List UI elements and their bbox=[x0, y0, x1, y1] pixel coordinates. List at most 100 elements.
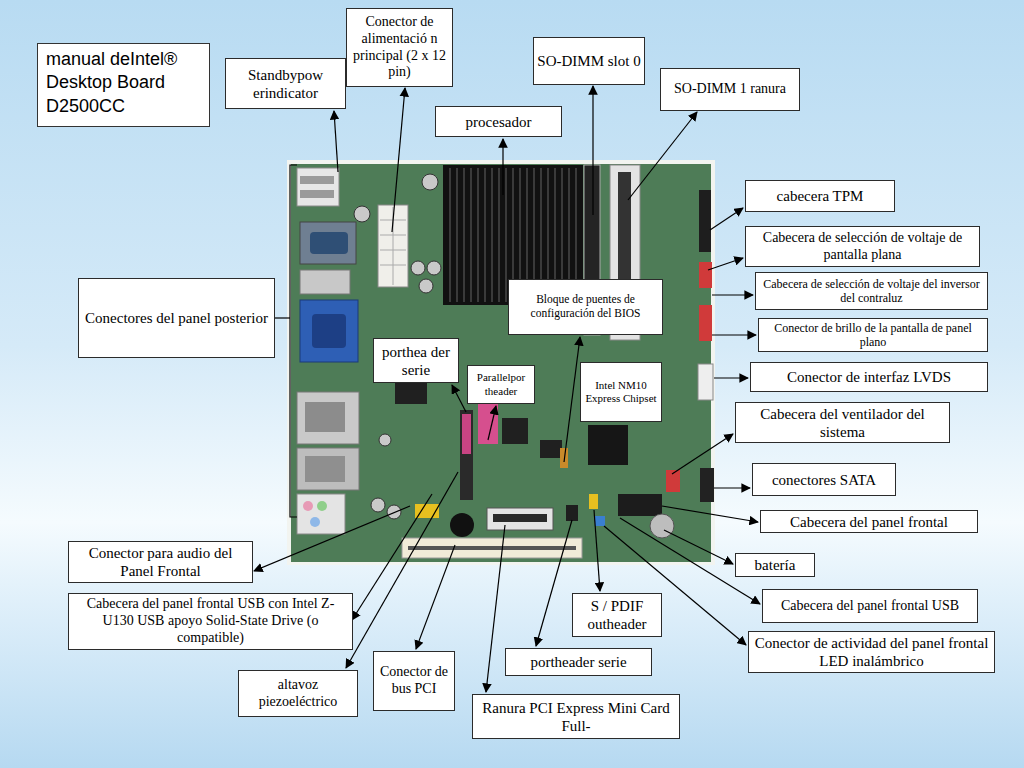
leader-arrow bbox=[712, 334, 756, 335]
battery bbox=[650, 514, 674, 538]
label-text: Conector para audio del Panel Frontal bbox=[72, 544, 249, 580]
pci-slot bbox=[408, 546, 576, 550]
label-box: Conector de brillo de la pantalla de pan… bbox=[758, 318, 988, 352]
leader-arrow bbox=[346, 472, 458, 668]
ethernet-port bbox=[297, 392, 359, 444]
label-text: SO-DIMM slot 0 bbox=[537, 52, 641, 70]
label-text: Intel NM10 Express Chipset bbox=[584, 379, 658, 405]
usb-port bbox=[305, 456, 345, 482]
label-box: Parallelpor theader bbox=[467, 365, 535, 404]
pcb-board bbox=[291, 164, 711, 562]
rear-connector bbox=[300, 270, 350, 294]
label-text: Ranura PCI Express Mini Card Full- bbox=[476, 699, 676, 735]
label-box: procesador bbox=[435, 106, 562, 137]
serial-header bbox=[462, 414, 471, 454]
label-box: Cabecera del panel frontal USB bbox=[762, 589, 978, 623]
usb-port bbox=[300, 190, 334, 198]
label-text: Standbypow erindicator bbox=[229, 66, 342, 102]
label-text: procesador bbox=[439, 113, 558, 131]
label-text: Cabecera del panel frontal bbox=[764, 513, 974, 531]
label-text: Cabecera del ventilador del sistema bbox=[739, 405, 946, 441]
leader-arrow bbox=[710, 208, 743, 230]
label-box: Cabecera del panel frontal bbox=[760, 510, 978, 533]
label-text: SO-DIMM 1 ranura bbox=[664, 81, 796, 98]
label-text: Cabecera de selección de voltaje del inv… bbox=[759, 277, 984, 306]
leader-arrow bbox=[714, 487, 750, 488]
label-box: batería bbox=[735, 553, 815, 577]
audio-jack bbox=[303, 501, 313, 511]
usb-port bbox=[297, 168, 339, 206]
lvds-connector bbox=[698, 364, 713, 400]
capacitor bbox=[379, 434, 391, 446]
label-box: Conector de bus PCI bbox=[373, 651, 455, 711]
label-text: batería bbox=[739, 556, 811, 574]
label-text: porthea der serie bbox=[377, 343, 455, 379]
leader-arrow bbox=[592, 86, 593, 215]
label-box: portheader serie bbox=[505, 648, 652, 676]
slide-title: manual deIntel® Desktop Board D2500CC bbox=[37, 43, 210, 127]
serial-port bbox=[300, 222, 356, 264]
audio-jack bbox=[317, 501, 327, 511]
leader-arrow bbox=[488, 406, 496, 440]
spdif-header bbox=[589, 494, 598, 509]
label-box: Conector para audio del Panel Frontal bbox=[68, 541, 253, 583]
label-text: Cabecera de selección de voltaje de pant… bbox=[749, 230, 976, 264]
leader-arrow bbox=[708, 258, 743, 270]
label-text: Conector de bus PCI bbox=[377, 664, 451, 698]
vga-port bbox=[312, 314, 346, 348]
audio-jack bbox=[310, 517, 320, 527]
leader-arrow bbox=[664, 530, 733, 564]
label-text: portheader serie bbox=[509, 653, 648, 671]
label-box: Cabecera de selección de voltaje de pant… bbox=[745, 226, 980, 267]
jumper-header bbox=[699, 262, 712, 288]
chipset bbox=[588, 425, 628, 465]
leader-arrow bbox=[712, 294, 753, 295]
label-box: Conectores del panel posterior bbox=[78, 278, 275, 358]
label-text: Conector de alimentació n principal (2 x… bbox=[350, 14, 449, 81]
label-text: cabecera TPM bbox=[749, 187, 891, 205]
chip bbox=[540, 440, 562, 458]
serial-header bbox=[460, 410, 473, 500]
leader-arrow bbox=[672, 434, 733, 474]
label-text: Parallelpor theader bbox=[471, 371, 531, 397]
leader-arrow bbox=[662, 506, 758, 522]
label-box: Intel NM10 Express Chipset bbox=[580, 362, 662, 422]
leader-arrow bbox=[594, 510, 600, 591]
label-box: conectores SATA bbox=[752, 463, 896, 496]
serial-header bbox=[566, 505, 578, 521]
chip bbox=[502, 418, 528, 444]
leader-arrow bbox=[334, 111, 338, 172]
label-box: Conector de alimentació n principal (2 x… bbox=[346, 8, 453, 87]
label-box: Cabecera de selección de voltaje del inv… bbox=[755, 272, 988, 310]
mini-pcie-slot bbox=[487, 508, 553, 530]
label-box: Conector de interfaz LVDS bbox=[750, 362, 988, 392]
label-text: Cabecera del panel frontal USB con Intel… bbox=[72, 596, 349, 646]
label-box: S / PDIF outheader bbox=[572, 593, 662, 637]
label-text: S / PDIF outheader bbox=[576, 597, 658, 633]
leader-arrow bbox=[536, 520, 572, 646]
capacitor bbox=[419, 279, 433, 293]
label-box: cabecera TPM bbox=[745, 180, 895, 212]
capacitor bbox=[354, 206, 370, 222]
capacitor bbox=[427, 261, 441, 275]
leader-arrow bbox=[628, 112, 697, 200]
label-text: Bloque de puentes de configuración del B… bbox=[512, 293, 659, 321]
label-box: Standbypow erindicator bbox=[225, 58, 346, 109]
leader-arrow bbox=[416, 545, 455, 649]
label-text: conectores SATA bbox=[756, 471, 892, 489]
usb-port bbox=[300, 176, 334, 184]
label-box: Cabecera del ventilador del sistema bbox=[735, 402, 950, 443]
leader-arrow bbox=[502, 139, 503, 195]
label-box: SO-DIMM 1 ranura bbox=[660, 68, 800, 111]
leader-arrow bbox=[564, 337, 580, 462]
piezo-speaker bbox=[450, 513, 474, 537]
label-text: Conector de interfaz LVDS bbox=[754, 368, 984, 386]
label-box: SO-DIMM slot 0 bbox=[533, 37, 645, 85]
label-text: Cabecera del panel frontal USB bbox=[766, 598, 974, 615]
sata-connector bbox=[700, 468, 714, 502]
label-box: altavoz piezoeléctrico bbox=[238, 670, 358, 717]
label-box: Cabecera del panel frontal USB con Intel… bbox=[68, 593, 353, 650]
brightness-header bbox=[699, 305, 712, 341]
